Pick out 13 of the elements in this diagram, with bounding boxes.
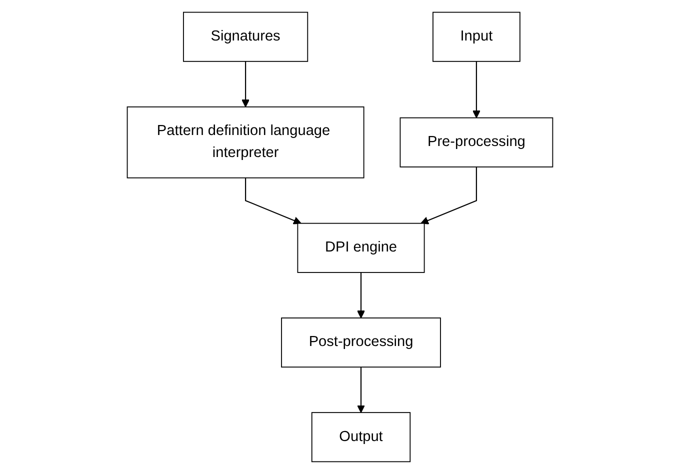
arrow [420, 166, 477, 224]
node-box: Pre-processing [400, 117, 554, 168]
arrow [357, 272, 366, 318]
node-box: Input [432, 12, 520, 62]
node-box: DPI engine [297, 222, 425, 273]
node-box: Signatures [183, 12, 308, 62]
arrow [242, 61, 250, 108]
arrow [472, 61, 480, 118]
node-box: Post-processing [281, 318, 441, 368]
node-box: Output [311, 412, 411, 462]
arrow [245, 178, 302, 224]
arrow [357, 367, 366, 413]
node-box: Pattern definition language interpreter [126, 106, 364, 178]
